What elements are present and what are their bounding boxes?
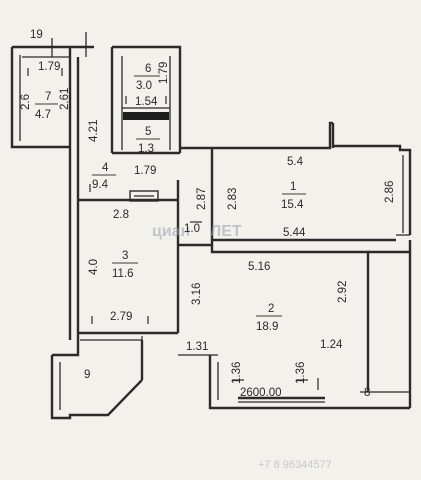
watermark: циан ЛЕТ +7 8 96344577 (152, 223, 332, 471)
dim-2-92: 2.92 (337, 281, 349, 303)
wall-room9-outer (50, 355, 143, 420)
dim-4-0: 4.0 (88, 259, 100, 275)
room-2-number: 2 (268, 303, 274, 315)
room-labels: 1 15.4 2 18.9 3 11.6 4 9.4 5 1.3 6 3.0 7… (30, 29, 370, 399)
watermark-main: циан (152, 223, 190, 240)
wall-room1-right (333, 144, 412, 235)
room-4-number: 4 (102, 162, 109, 174)
wall-room7-outer (10, 47, 70, 149)
room-3-number: 3 (122, 250, 128, 262)
dim-1-24: 1.24 (320, 339, 343, 351)
room-1-number: 1 (290, 181, 296, 193)
dim-3-16: 3.16 (191, 283, 203, 305)
room-2-area: 18.9 (256, 321, 278, 333)
dim-1-79-r6: 1.79 (158, 62, 170, 84)
room-1-area: 15.4 (281, 199, 304, 211)
room-6-area: 3.0 (136, 80, 152, 92)
wall-room2-top-right (178, 243, 370, 392)
dim-4-21: 4.21 (88, 120, 100, 142)
dimension-ticks (27, 68, 319, 390)
watermark-sub: ЛЕТ (210, 223, 242, 240)
dim-1-36-left: 1.36 (231, 362, 243, 384)
dim-2-79: 2.79 (110, 311, 132, 323)
dim-1-0: 1.0 (184, 223, 200, 235)
room-7-number: 7 (45, 91, 51, 103)
walls (10, 32, 412, 420)
wall-room1-top (180, 121, 333, 150)
dim-2-86: 2.86 (384, 181, 396, 203)
radiator-room4 (129, 190, 159, 202)
room-5-number: 5 (145, 126, 151, 138)
dimension-labels: 1.79 2.6 2.61 1.79 1.54 4.21 1.79 5.4 2.… (20, 61, 396, 399)
bath-vent-strip (123, 112, 169, 120)
room-7-area: 4.7 (35, 109, 51, 121)
dim-1-31: 1.31 (186, 341, 208, 353)
dim-1-79-top: 1.79 (38, 61, 60, 73)
dim-2-87: 2.87 (196, 188, 208, 210)
dim-1-36-right: 1.36 (295, 362, 307, 384)
wall-bath-outer (112, 45, 182, 153)
dim-1-54: 1.54 (135, 96, 158, 108)
room-4-area: 9.4 (92, 179, 109, 191)
room-5-area: 1.3 (138, 143, 154, 155)
room-6-number: 6 (145, 63, 151, 75)
room-19-number: 19 (30, 29, 43, 41)
room-9-number: 9 (84, 369, 90, 381)
dim-2600: 2600.00 (240, 387, 282, 399)
dim-1-79-mid: 1.79 (134, 165, 156, 177)
room-3-area: 11.6 (112, 268, 134, 280)
wall-room9-top-left (52, 333, 80, 357)
dim-2-83: 2.83 (227, 188, 239, 210)
dim-2-8: 2.8 (113, 209, 129, 221)
room-8-number: 8 (364, 387, 370, 399)
wall-room2-bottom (208, 355, 410, 410)
dim-5-4: 5.4 (287, 156, 304, 168)
watermark-phone: +7 8 96344577 (258, 459, 332, 471)
dim-5-16: 5.16 (248, 261, 270, 273)
dim-2-61: 2.61 (59, 88, 71, 110)
dim-2-6: 2.6 (20, 94, 32, 110)
dim-5-44: 5.44 (283, 227, 306, 239)
